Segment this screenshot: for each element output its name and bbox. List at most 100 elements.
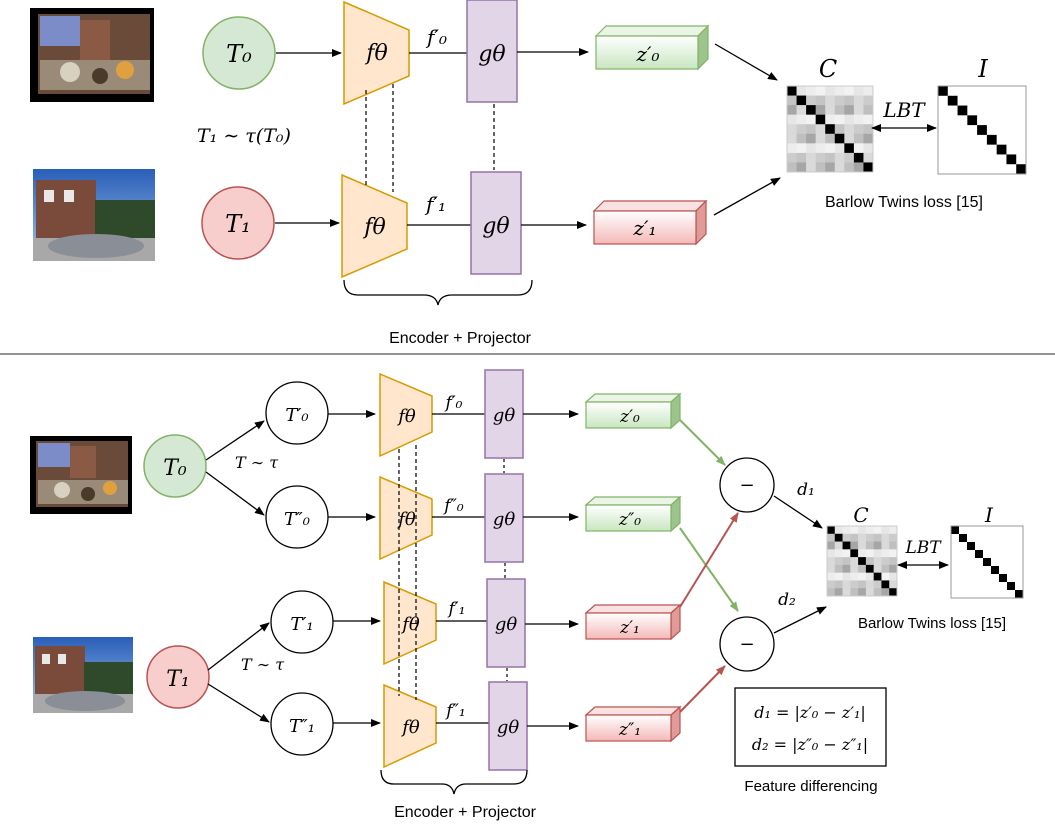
matrix-cell bbox=[983, 534, 992, 543]
encoder-top-1-label: fθ bbox=[362, 215, 385, 240]
loss-symbol-bottom: LBT bbox=[904, 538, 942, 558]
matrix-cell bbox=[1007, 526, 1016, 535]
matrix-cell bbox=[959, 574, 968, 583]
difference-node-2 bbox=[719, 616, 775, 672]
matrix-cell bbox=[1007, 550, 1016, 559]
matrix-cell bbox=[1016, 86, 1027, 97]
matrix-cell bbox=[977, 95, 988, 106]
matrix-cell bbox=[957, 95, 968, 106]
encoder-top-0 bbox=[343, 0, 410, 106]
matrix-cell bbox=[873, 580, 882, 589]
matrix-cell bbox=[796, 114, 807, 125]
matrix-cell bbox=[853, 86, 864, 96]
matrix-cell bbox=[844, 114, 855, 125]
matrix-cell bbox=[825, 162, 836, 173]
matrix-cell bbox=[986, 125, 997, 136]
matrix-cell bbox=[858, 557, 867, 566]
matrix-cell bbox=[873, 588, 882, 597]
matrix-cell bbox=[957, 86, 968, 97]
feature-f0p: f′₀ bbox=[444, 393, 463, 413]
matrix-cell bbox=[1007, 542, 1016, 551]
matrix-cell bbox=[957, 115, 968, 126]
matrix-cell bbox=[1015, 534, 1024, 543]
matrix-cell bbox=[815, 143, 826, 154]
matrix-cell bbox=[827, 564, 836, 573]
augmentation-label-bottom-0: T ∼ τ bbox=[235, 453, 279, 472]
matrix-cell bbox=[825, 152, 836, 163]
matrix-cell bbox=[986, 105, 997, 116]
matrix-cell bbox=[1006, 95, 1017, 106]
matrix-cell bbox=[850, 557, 859, 566]
matrix-c-top-label: C bbox=[819, 55, 837, 83]
matrix-cell bbox=[825, 86, 836, 96]
brace-label-bottom: Encoder + Projector bbox=[394, 804, 537, 821]
d2-label: d₂ bbox=[778, 590, 796, 610]
projector-top-1 bbox=[470, 171, 522, 275]
projector-bottom-1 bbox=[484, 473, 524, 563]
matrix-cell bbox=[858, 526, 867, 535]
matrix-cell bbox=[1007, 558, 1016, 567]
matrix-cell bbox=[834, 541, 843, 550]
feature-f1p: f′₁ bbox=[447, 599, 466, 619]
matrix-cell bbox=[850, 580, 859, 589]
encoder-top-1 bbox=[341, 173, 408, 279]
identity-matrix-bottom bbox=[950, 525, 1024, 599]
matrix-cell bbox=[986, 144, 997, 155]
matrix-cell bbox=[959, 566, 968, 575]
matrix-cell bbox=[796, 105, 807, 115]
encoder-bottom-1 bbox=[379, 475, 433, 561]
matrix-cell bbox=[865, 588, 874, 597]
matrix-cell bbox=[967, 526, 976, 535]
matrix-cell bbox=[983, 526, 992, 535]
matrix-cell bbox=[947, 125, 958, 136]
matrix-cell bbox=[991, 534, 1000, 543]
matrix-cell bbox=[938, 134, 949, 145]
matrix-cell bbox=[967, 558, 976, 567]
matrix-cell bbox=[865, 557, 874, 566]
matrix-cell bbox=[983, 582, 992, 591]
photo-scene-t0-bottom bbox=[30, 436, 132, 514]
matrix-cell bbox=[806, 143, 816, 154]
node-t0-top bbox=[202, 16, 276, 90]
matrix-cell bbox=[806, 133, 816, 144]
matrix-cell bbox=[863, 152, 874, 163]
matrix-cell bbox=[827, 588, 836, 597]
matrix-cell bbox=[865, 580, 874, 589]
matrix-cell bbox=[865, 564, 874, 573]
matrix-cell bbox=[957, 125, 968, 136]
matrix-cell bbox=[967, 144, 978, 155]
encoder-bottom-1-label: fθ bbox=[396, 509, 416, 530]
matrix-cell bbox=[787, 105, 797, 115]
feature-f0-top: f′₀ bbox=[425, 25, 447, 49]
matrix-cell bbox=[938, 105, 949, 116]
matrix-cell bbox=[1007, 590, 1016, 599]
matrix-cell bbox=[865, 526, 874, 535]
matrix-cell bbox=[996, 115, 1007, 126]
node-t1pp-label: T″₁ bbox=[289, 716, 315, 737]
matrix-cell bbox=[967, 534, 976, 543]
embedding-z0pp bbox=[584, 495, 682, 533]
matrix-cell bbox=[834, 95, 845, 106]
embedding-z1p bbox=[584, 603, 682, 641]
encoder-bottom-2 bbox=[383, 580, 437, 666]
matrix-cell bbox=[834, 105, 845, 115]
matrix-cell bbox=[999, 534, 1008, 543]
matrix-cell bbox=[889, 580, 898, 589]
matrix-cell bbox=[999, 574, 1008, 583]
matrix-cell bbox=[1006, 134, 1017, 145]
matrix-cell bbox=[1007, 534, 1016, 543]
matrix-cell bbox=[842, 588, 851, 597]
matrix-cell bbox=[967, 134, 978, 145]
matrix-cell bbox=[850, 541, 859, 550]
matrix-cell bbox=[844, 86, 855, 96]
matrix-cell bbox=[834, 557, 843, 566]
augmentation-label-top: T₁ ∼ τ(T₀) bbox=[197, 125, 291, 147]
matrix-cell bbox=[983, 566, 992, 575]
matrix-cell bbox=[947, 86, 958, 97]
matrix-cell bbox=[827, 557, 836, 566]
projector-top-1-label: gθ bbox=[482, 214, 509, 239]
matrix-cell bbox=[850, 564, 859, 573]
matrix-cell bbox=[996, 164, 1007, 175]
